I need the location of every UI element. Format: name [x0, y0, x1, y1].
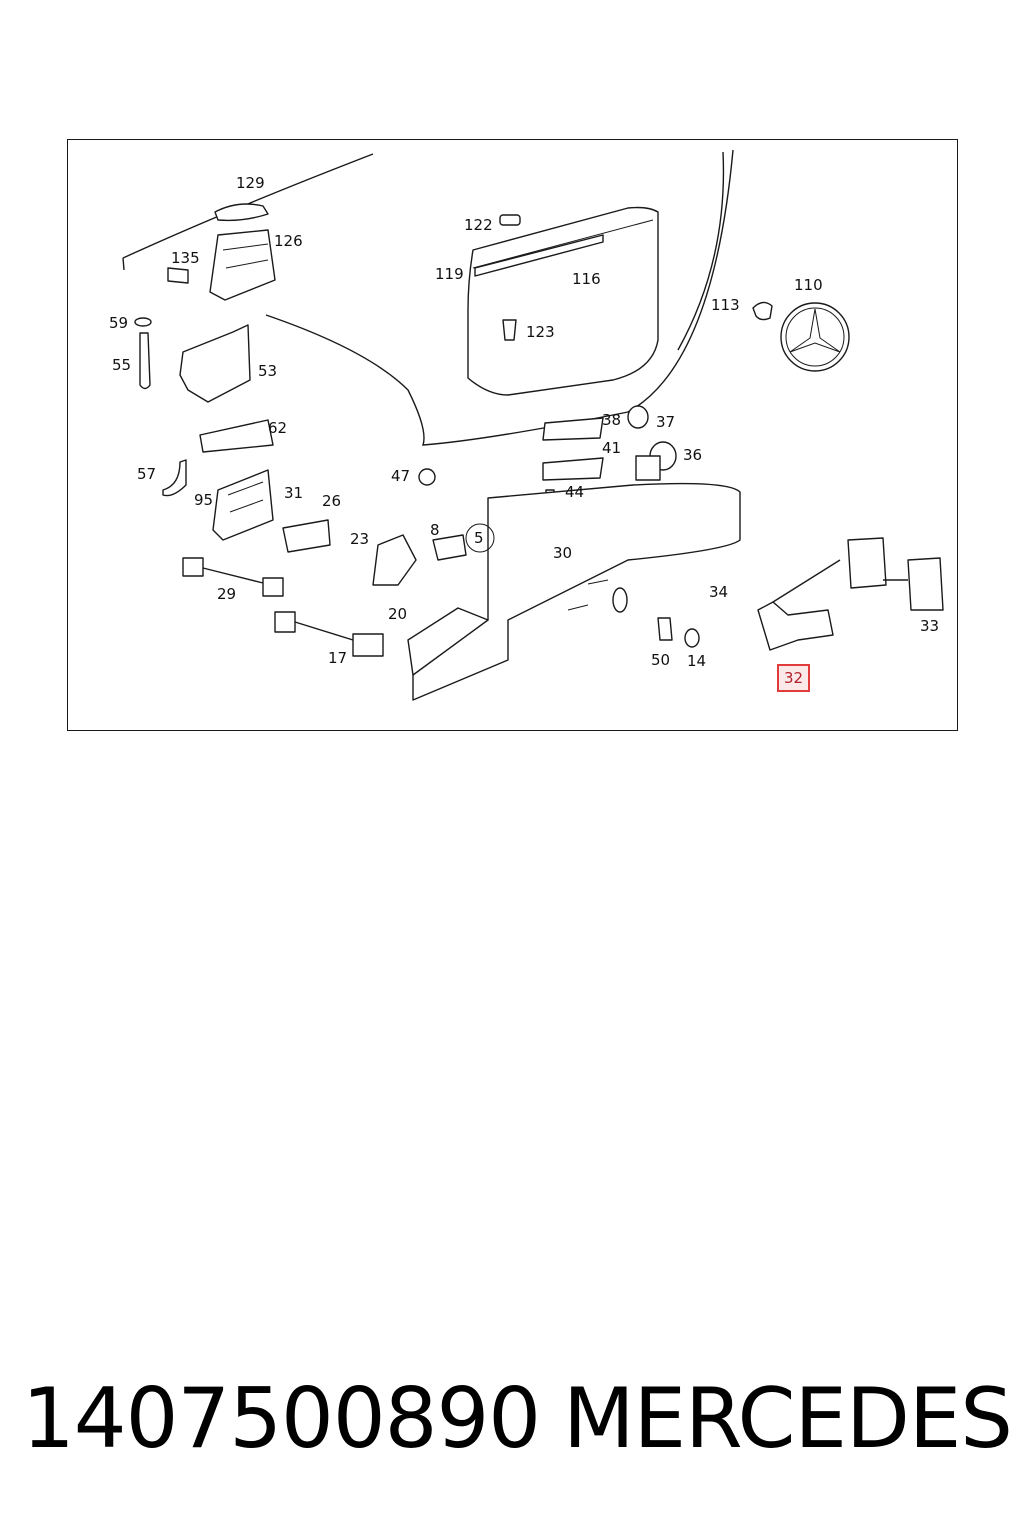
label-37: 37 [656, 413, 675, 431]
label-135: 135 [171, 249, 200, 267]
label-5: 5 [474, 529, 484, 547]
mercedes-star-emblem [752, 301, 850, 372]
label-14: 14 [687, 652, 706, 670]
label-31: 31 [284, 484, 303, 502]
rear-trim-bar [407, 482, 741, 701]
label-126: 126 [274, 232, 303, 250]
label-30: 30 [553, 544, 572, 562]
footer: 1407500890 MERCEDES [22, 1368, 1013, 1468]
lock-housing-parts [134, 203, 276, 541]
label-8: 8 [430, 521, 440, 539]
parts-diagram-frame: 129 126 135 122 119 116 123 113 110 59 5… [67, 139, 958, 731]
label-129: 129 [236, 174, 265, 192]
callout-labels: 129 126 135 122 119 116 123 113 110 59 5… [109, 174, 939, 670]
label-119: 119 [435, 265, 464, 283]
label-34: 34 [709, 583, 728, 601]
label-17: 17 [328, 649, 347, 667]
label-26: 26 [322, 492, 341, 510]
exploded-parts-drawing: 129 126 135 122 119 116 123 113 110 59 5… [109, 149, 944, 701]
label-33: 33 [920, 617, 939, 635]
part-number: 1407500890 [22, 1369, 541, 1467]
label-55: 55 [112, 356, 131, 374]
label-23: 23 [350, 530, 369, 548]
label-122: 122 [464, 216, 493, 234]
cables-connectors [182, 519, 467, 657]
brand-name: MERCEDES [562, 1369, 1013, 1467]
label-57: 57 [137, 465, 156, 483]
label-44: 44 [565, 483, 584, 501]
label-62: 62 [268, 419, 287, 437]
label-53: 53 [258, 362, 277, 380]
license-plate-recess [467, 206, 659, 396]
label-116: 116 [572, 270, 601, 288]
label-36: 36 [683, 446, 702, 464]
label-59: 59 [109, 314, 128, 332]
label-29: 29 [217, 585, 236, 603]
highlighted-part-label-32[interactable]: 32 [777, 664, 810, 692]
label-110: 110 [794, 276, 823, 294]
fasteners [418, 214, 677, 511]
label-95: 95 [194, 491, 213, 509]
label-41: 41 [602, 439, 621, 457]
label-20: 20 [388, 605, 407, 623]
label-123: 123 [526, 323, 555, 341]
label-38: 38 [602, 411, 621, 429]
label-47: 47 [391, 467, 410, 485]
label-50: 50 [651, 651, 670, 669]
label-113: 113 [711, 296, 740, 314]
actuator-assembly [657, 537, 944, 651]
